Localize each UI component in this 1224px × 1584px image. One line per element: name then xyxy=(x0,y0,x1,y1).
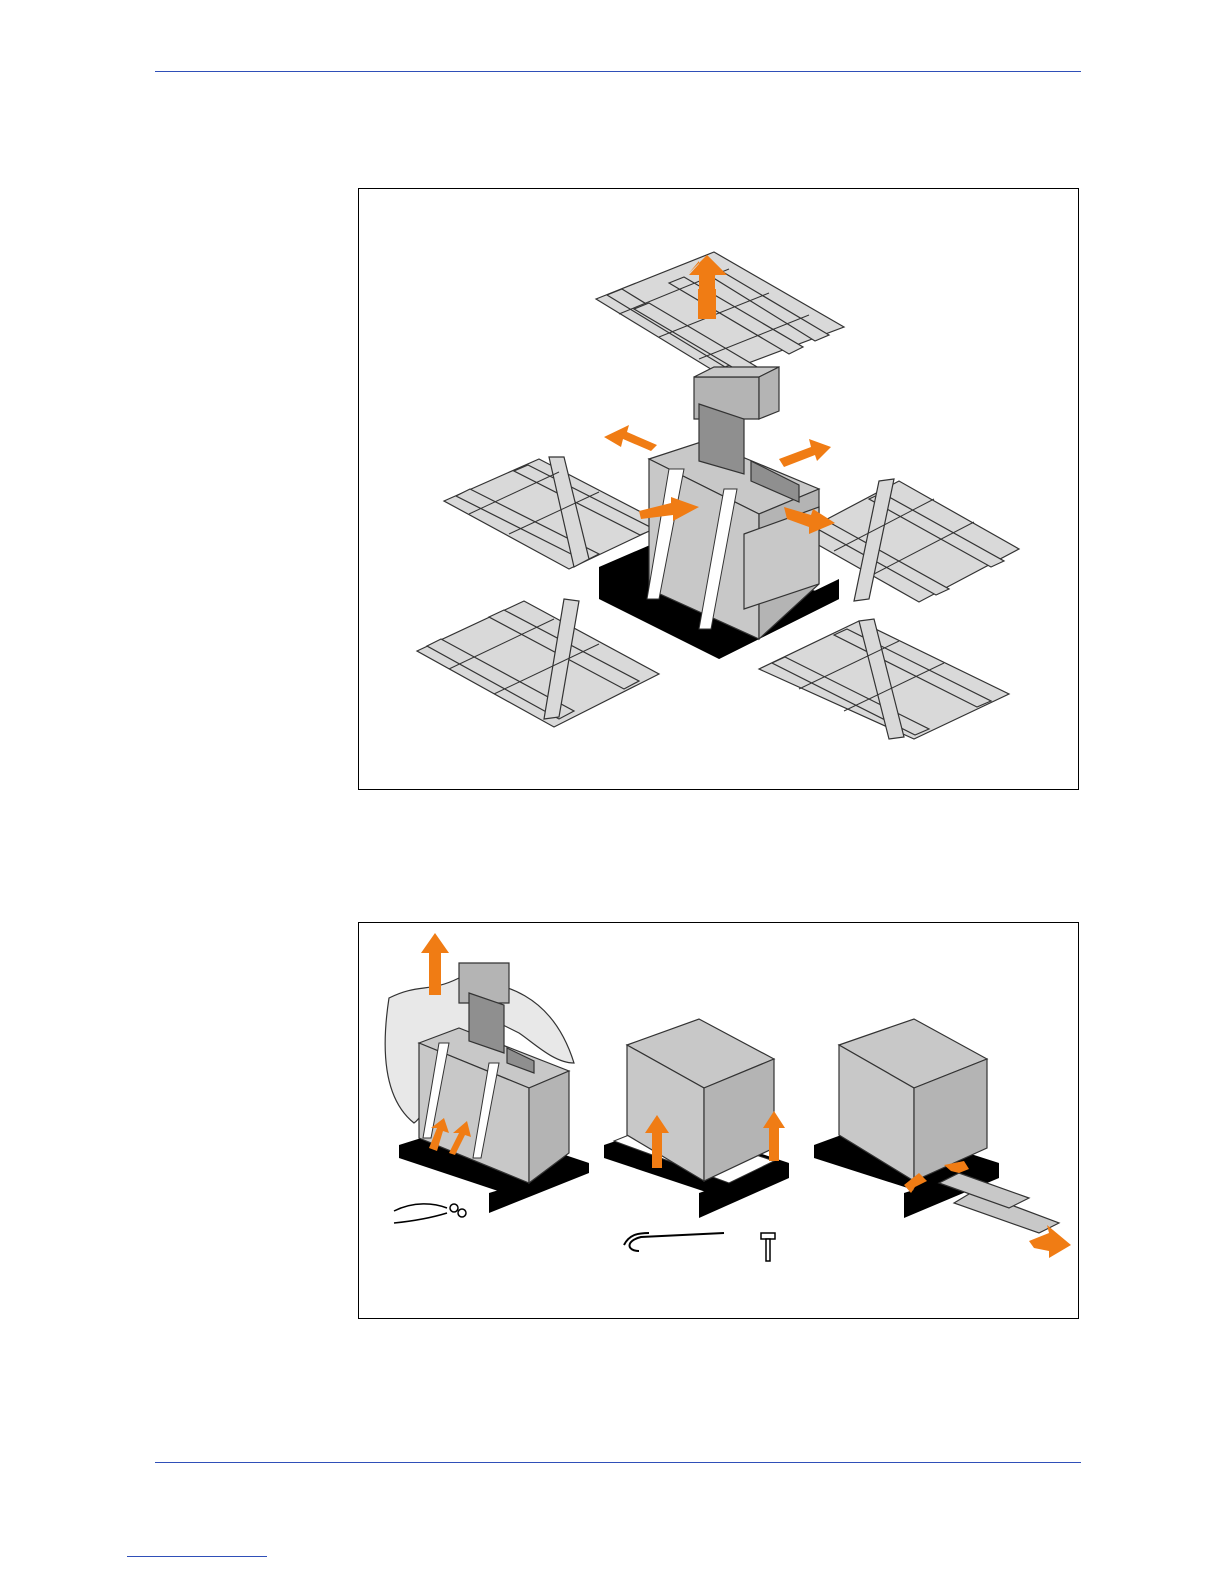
remove-left-arrow-icon xyxy=(604,425,657,451)
header-rule xyxy=(155,71,1081,72)
unpacking-steps-illustration: .mc{fill:#c8c8c8;stroke:#333;stroke-widt… xyxy=(359,923,1078,1318)
unpacking-steps-figure: .mc{fill:#c8c8c8;stroke:#333;stroke-widt… xyxy=(358,922,1079,1319)
crate-disassembly-illustration: .pl{fill:#d9d9d9;stroke:#333;stroke-widt… xyxy=(359,189,1078,789)
step-remove-box xyxy=(604,1019,789,1218)
cutters-icon xyxy=(394,1204,466,1223)
step-remove-bag xyxy=(385,963,589,1213)
left-side-panel xyxy=(444,457,664,569)
remove-right-arrow-icon xyxy=(779,439,831,467)
crowbar-icon xyxy=(624,1233,724,1251)
step-forklift xyxy=(814,1019,1059,1233)
hammer-icon xyxy=(761,1233,775,1261)
footnote-rule xyxy=(127,1556,267,1557)
front-right-panel xyxy=(759,619,1009,739)
crate-disassembly-figure: .pl{fill:#d9d9d9;stroke:#333;stroke-widt… xyxy=(358,188,1079,790)
footer-rule xyxy=(155,1462,1081,1463)
front-left-panel xyxy=(417,599,659,727)
